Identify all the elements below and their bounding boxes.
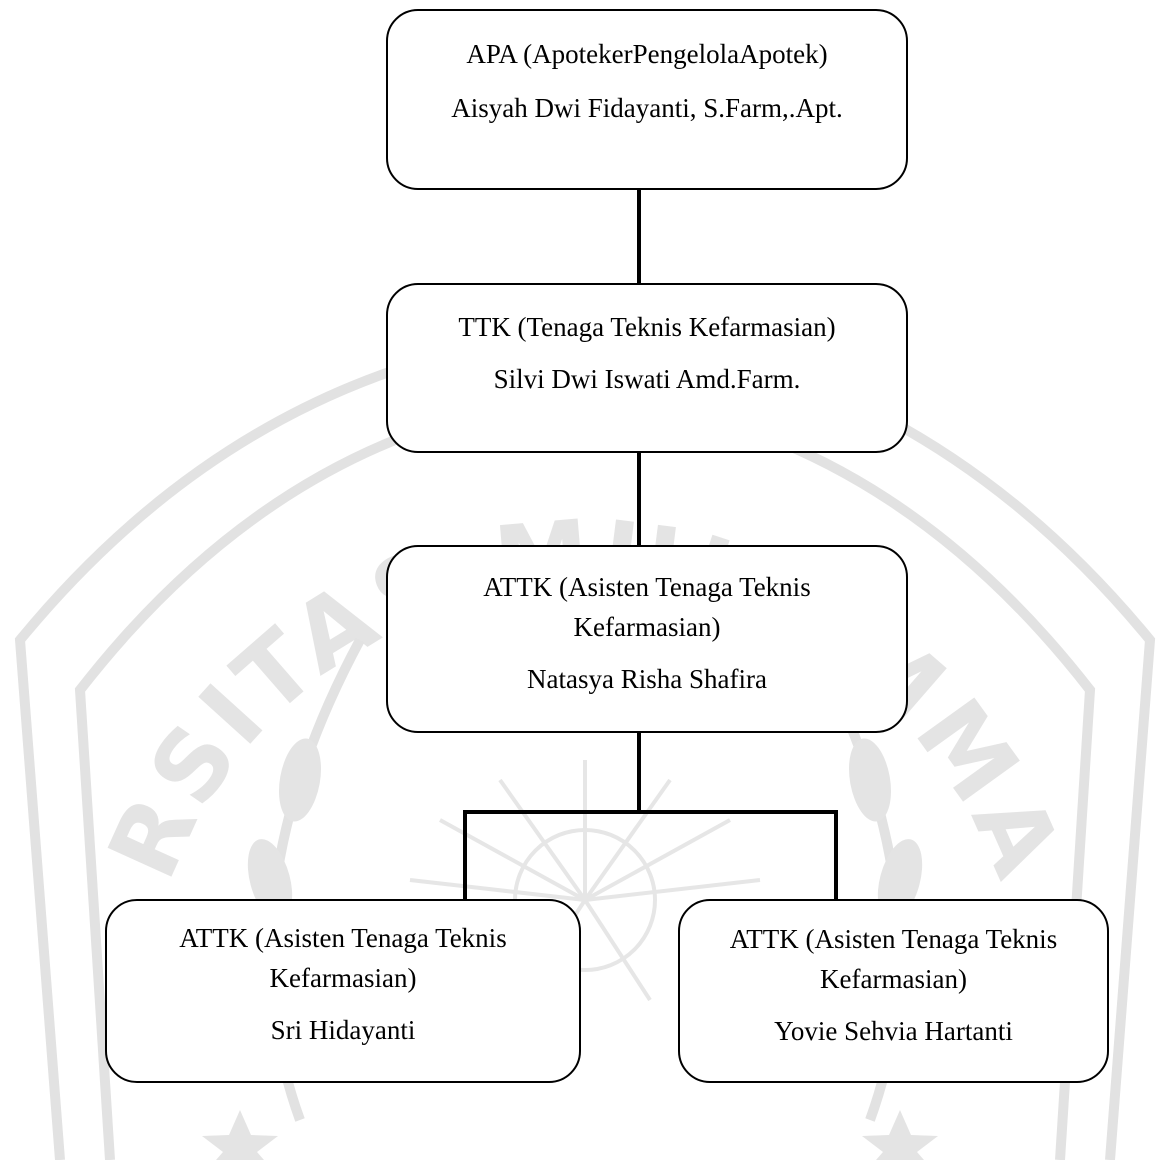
node-role: ATTK (Asisten Tenaga Teknis Kefarmasian) — [179, 923, 507, 993]
node-role: APA (ApotekerPengelolaApotek) — [466, 39, 828, 69]
node-role: TTK (Tenaga Teknis Kefarmasian) — [458, 312, 836, 342]
node-attk-left: ATTK (Asisten Tenaga Teknis Kefarmasian)… — [105, 899, 581, 1083]
node-attk-right: ATTK (Asisten Tenaga Teknis Kefarmasian)… — [678, 899, 1109, 1083]
node-attk-main: ATTK (Asisten Tenaga Teknis Kefarmasian)… — [386, 545, 908, 733]
node-person-name: Sri Hidayanti — [270, 1015, 416, 1045]
node-ttk: TTK (Tenaga Teknis Kefarmasian) Silvi Dw… — [386, 283, 908, 453]
node-person-name: Yovie Sehvia Hartanti — [774, 1016, 1013, 1046]
node-role: ATTK (Asisten Tenaga Teknis Kefarmasian) — [483, 572, 811, 642]
node-person-name: Natasya Risha Shafira — [527, 664, 767, 694]
node-person-name: Silvi Dwi Iswati Amd.Farm. — [493, 364, 801, 394]
node-person-name: Aisyah Dwi Fidayanti, S.Farm,.Apt. — [451, 93, 843, 123]
node-role: ATTK (Asisten Tenaga Teknis Kefarmasian) — [729, 924, 1058, 994]
node-apa: APA (ApotekerPengelolaApotek) Aisyah Dwi… — [386, 9, 908, 190]
